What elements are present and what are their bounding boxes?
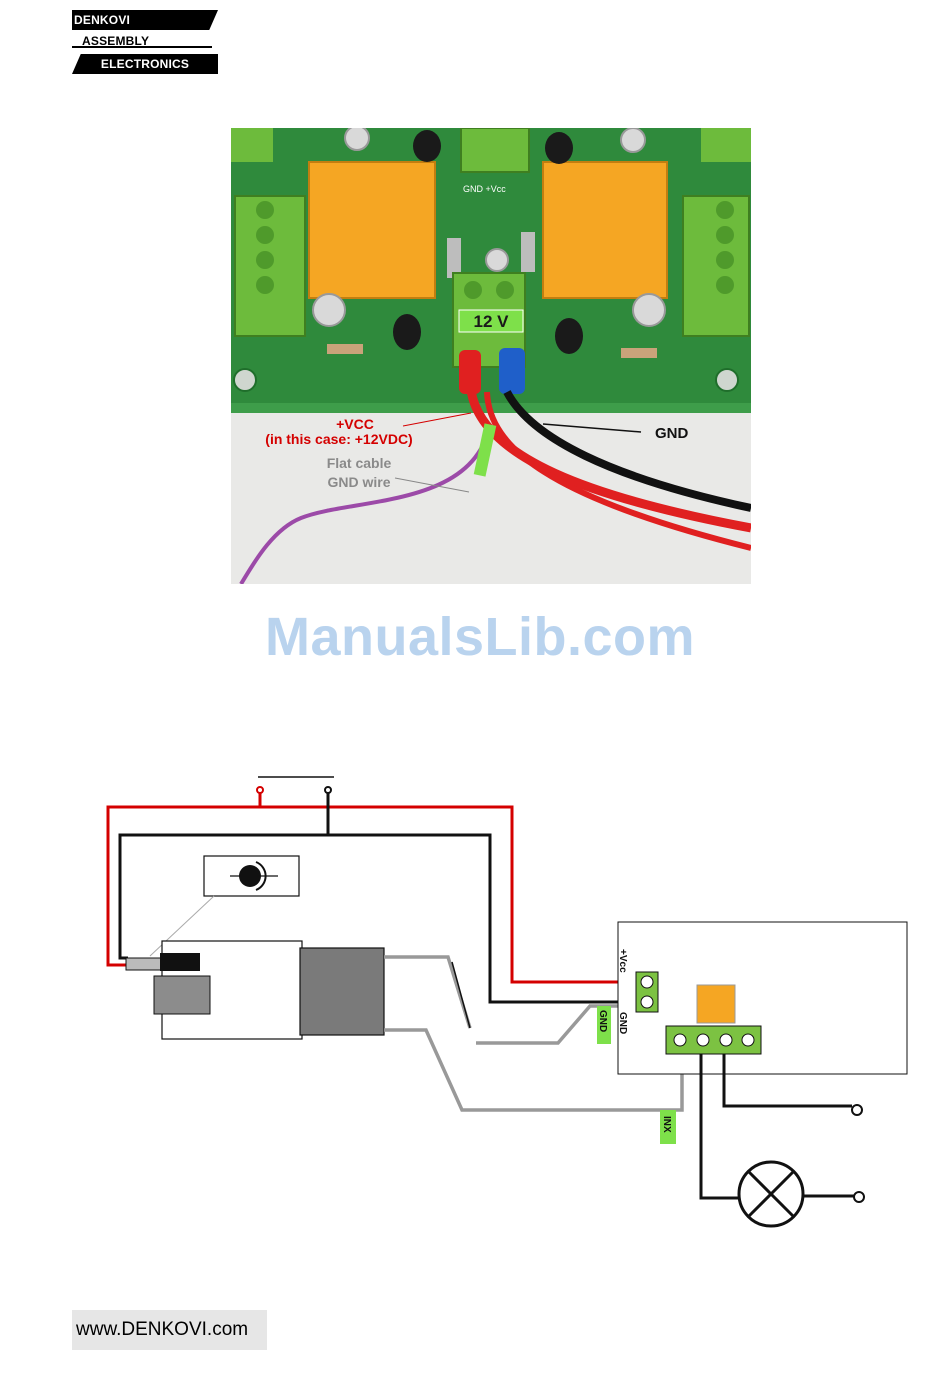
gnd-label: GND [655, 425, 689, 442]
gray-wire-gnd [384, 957, 470, 1028]
logo-line-3: ELECTRONICS [72, 54, 218, 74]
vcc-pin-label: +Vcc [617, 949, 628, 973]
relay-left [309, 162, 435, 298]
flat-cable-label-2: GND wire [327, 474, 390, 490]
footer-url: www.DENKOVI.com [72, 1310, 267, 1350]
relay-symbol [697, 985, 735, 1023]
terminal-silkscreen-label: GND +Vcc [463, 184, 506, 194]
vcc-label: +VCC [336, 416, 374, 432]
gnd-tag-label: GND [597, 1010, 608, 1032]
logo-line-1: DENKOVI [72, 10, 218, 30]
flat-cable-connector [300, 948, 384, 1035]
relay-board-photo: GND +Vcc 12 V +VCC (in this case: +12VDC… [231, 128, 751, 584]
inx-label: INX [661, 1116, 672, 1133]
relay-board-box [618, 922, 907, 1074]
denkovi-logo: DENKOVI ASSEMBLY ELECTRONICS [72, 10, 220, 76]
output-wire-2 [701, 1054, 740, 1198]
voltage-label: 12 V [474, 312, 510, 331]
relay-board-illustration: GND +Vcc 12 V +VCC (in this case: +12VDC… [231, 128, 751, 584]
logo-divider [72, 46, 212, 48]
gnd-pin-label: GND [617, 1012, 628, 1034]
relay-right [543, 162, 667, 298]
terminal-block-right [683, 196, 749, 336]
wiring-diagram-svg: +Vcc GND GND INX [0, 760, 950, 1280]
audio-plug [160, 953, 200, 971]
watermark: ManualsLib.com [0, 606, 950, 668]
vcc-note: (in this case: +12VDC) [265, 431, 412, 447]
flat-cable-label-1: Flat cable [327, 455, 392, 471]
wiring-diagram: +Vcc GND GND INX [0, 760, 950, 1280]
